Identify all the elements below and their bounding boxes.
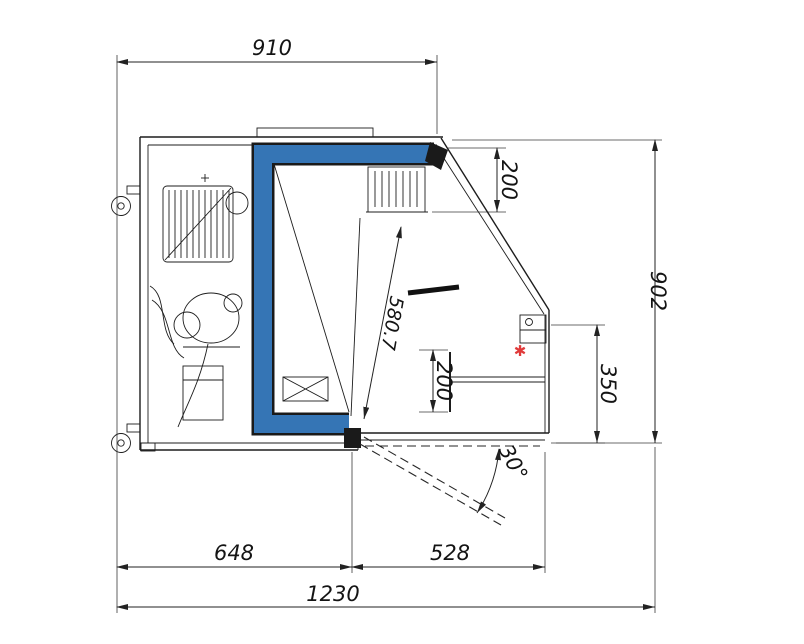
duct-nozzle [344,428,361,448]
air-duct-channel [254,145,434,433]
dim-rear-top-depth: 200 [494,147,521,212]
display-shelf [449,352,545,412]
dim-label-rear-top-depth: 200 [497,160,521,200]
dim-label-base-front: 528 [430,541,470,565]
case-outline [139,127,550,452]
dim-front-height: 350 [594,324,620,443]
open-flap-dashed [359,436,540,526]
dim-flap-angle: 30° [494,441,533,485]
warning-star: ✱ [514,342,527,360]
dim-label-glass-length: 580.7 [376,294,407,351]
dim-top-width: 910 [116,36,437,65]
price-rail [407,284,460,296]
air-duct [251,142,448,448]
dim-shelf-gap: 200 [430,349,456,412]
evaporator-coil [366,166,428,213]
dim-label-flap-angle: 30° [494,441,533,485]
dim-base-rear: 648 [116,541,352,570]
wire-basket [282,376,329,402]
dim-overall-width: 1230 [116,582,655,610]
electrical-box [182,365,224,421]
roller-casters [111,185,141,453]
dim-glass-length: 580.7 [363,226,407,420]
dim-label-overall-height: 902 [646,271,670,311]
compressor-unit [149,285,243,428]
dim-base-front: 528 [351,541,545,570]
lamp-box [519,314,547,344]
dim-overall-height: 902 [646,139,670,443]
dim-label-shelf-gap: 200 [432,361,456,401]
datum-mark [201,174,209,182]
dim-label-top-width: 910 [252,36,292,60]
extension-lines [116,55,662,613]
duct-outlet [425,142,448,170]
condenser-coil [162,174,249,263]
dim-label-overall-width: 1230 [306,582,359,606]
flap-angle-arc [476,448,502,514]
dim-label-base-rear: 648 [214,541,254,565]
inner-liner [273,163,361,417]
dim-label-front-height: 350 [596,364,620,404]
